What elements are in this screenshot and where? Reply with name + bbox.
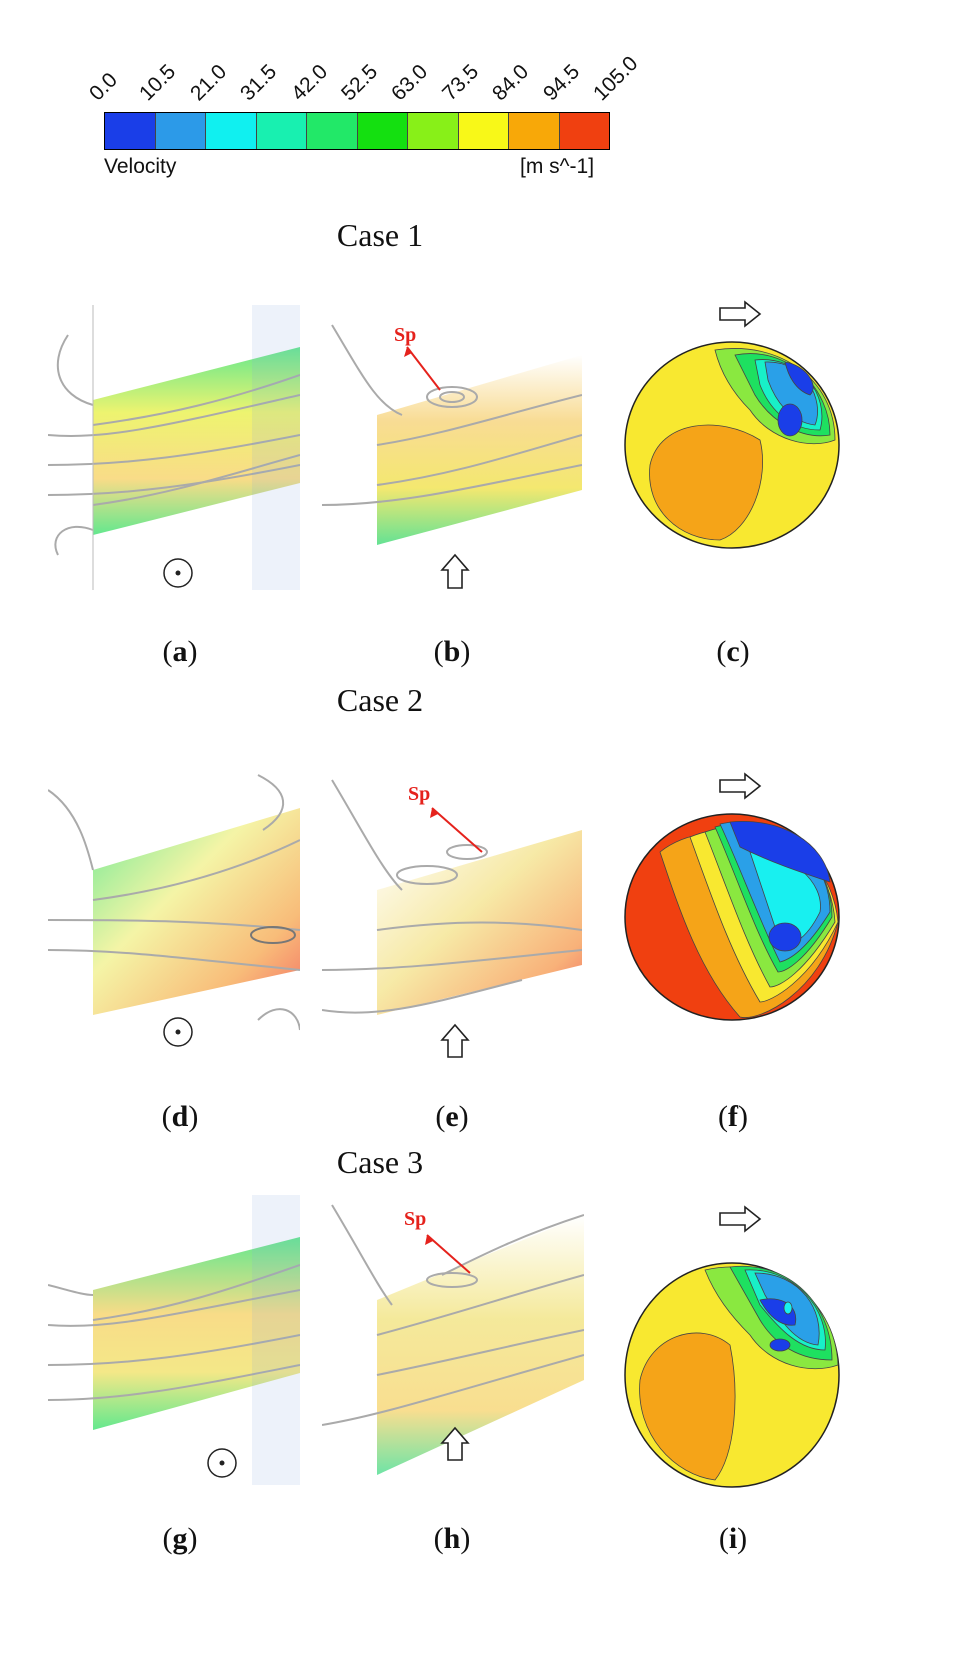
inlet-arrow-icon [440,553,470,589]
legend-tick-label: 105.0 [589,51,643,106]
legend-tick-label: 10.5 [135,60,181,106]
velocity-contour-cross-section [624,300,840,549]
subfigure-letter: d [171,1100,189,1133]
flow-direction-arrow-icon [719,1205,762,1233]
subfigure-letter: i [728,1522,738,1555]
streamline-panel-side-view [48,774,300,1047]
legend-tick-label: 21.0 [185,60,231,106]
subfigure-close-paren: ) [739,635,750,668]
out-of-plane-direction-icon [163,558,193,588]
subfigure-open-paren: ( [162,1522,173,1555]
out-of-plane-direction-icon [163,1017,193,1047]
subfigure-open-paren: ( [433,1522,444,1555]
case-title: Case 2 [336,682,424,718]
subfigure-open-paren: ( [716,635,727,668]
subfigure-label: (c) [693,635,773,669]
inlet-arrow-icon [440,1426,470,1461]
legend-color-bar [104,112,610,150]
subfigure-letter: f [728,1100,738,1133]
subfigure-label: (e) [412,1100,492,1134]
legend-color-segment [205,113,256,149]
flow-direction-arrow-icon [719,300,762,328]
legend-tick-label: 94.5 [538,60,584,106]
legend-color-segment [105,113,155,149]
subfigure-open-paren: ( [718,1522,729,1555]
subfigure-open-paren: ( [718,1100,728,1133]
streamline-panel-top-view: Sp [322,1204,584,1475]
subfigure-label: (g) [140,1522,220,1556]
subfigure-open-paren: ( [162,635,173,668]
subfigure-close-paren: ) [188,1100,199,1133]
velocity-contour-cross-section [624,772,840,1021]
subfigure-letter: g [172,1522,188,1555]
subfigure-label: (d) [140,1100,220,1134]
subfigure-close-paren: ) [738,1100,748,1133]
subfigure-label: (h) [412,1522,492,1556]
legend-color-segment [356,113,407,149]
legend-color-segment [255,113,306,149]
legend-tick-label: 0.0 [85,68,122,106]
legend-color-segment [306,113,357,149]
streamline-panel-top-view: Sp [322,779,582,1058]
legend-unit: [m s^-1] [520,155,595,178]
inlet-arrow-icon [440,1023,470,1058]
case-title: Case 1 [336,217,424,253]
subfigure-letter: b [443,635,461,668]
streamline-panel-side-view [48,1195,300,1485]
subfigure-close-paren: ) [187,1522,198,1555]
subfigure-close-paren: ) [737,1522,748,1555]
legend-tick-label: 84.0 [488,60,534,106]
subfigure-letter: e [445,1100,459,1133]
legend-tick-label: 73.5 [437,60,483,106]
legend-color-segment [154,113,205,149]
case-title: Case 3 [336,1144,424,1180]
streamline-panel-top-view: Sp [322,324,582,589]
subfigure-open-paren: ( [161,1100,172,1133]
legend-color-segment [558,113,609,149]
subfigure-letter: h [443,1522,461,1555]
subfigure-label: (f) [693,1100,773,1134]
flow-direction-arrow-icon [719,772,762,800]
streamline-panel-side-view [48,305,300,590]
legend-color-segment [508,113,559,149]
out-of-plane-direction-icon [207,1448,237,1478]
legend-title: Velocity [104,155,177,178]
legend-tick-label: 63.0 [387,60,433,106]
subfigure-close-paren: ) [460,1522,471,1555]
subfigure-label: (i) [693,1522,773,1556]
subfigure-label: (a) [140,635,220,669]
subfigure-label: (b) [412,635,492,669]
subfigure-close-paren: ) [458,1100,469,1133]
separation-point-label: Sp [404,1208,426,1230]
legend-tick-label: 31.5 [236,60,282,106]
legend-color-segment [407,113,458,149]
subfigure-close-paren: ) [187,635,198,668]
subfigure-letter: c [726,635,740,668]
subfigure-open-paren: ( [435,1100,446,1133]
subfigure-open-paren: ( [433,635,444,668]
legend-color-segment [457,113,508,149]
legend-tick-label: 42.0 [286,60,332,106]
subfigure-close-paren: ) [460,635,471,668]
legend-tick-label: 52.5 [337,60,383,106]
separation-point-label: Sp [394,324,416,346]
velocity-contour-cross-section [624,1205,840,1488]
subfigure-letter: a [172,635,188,668]
separation-point-label: Sp [408,783,430,805]
